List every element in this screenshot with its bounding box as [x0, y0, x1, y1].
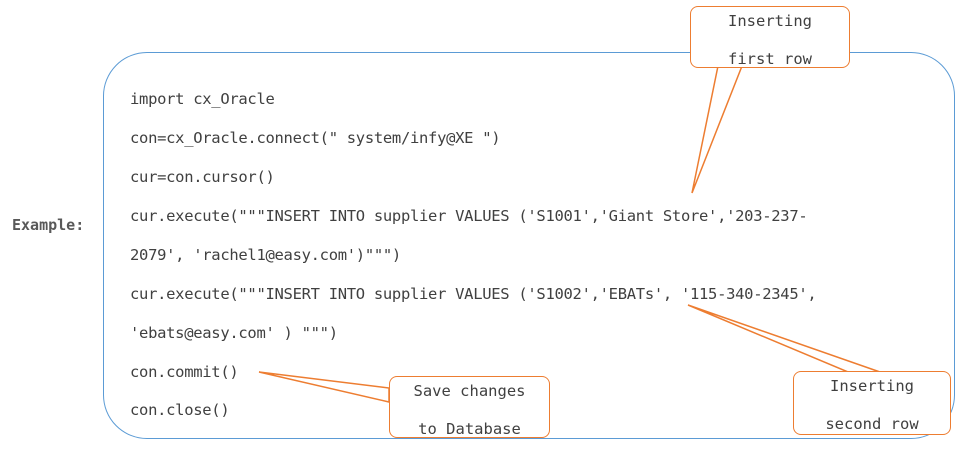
code-block-frame: [103, 52, 955, 439]
save-pointer: [258, 371, 390, 403]
code-line-import: import cx_Oracle: [130, 90, 275, 108]
code-line-connect: con=cx_Oracle.connect(" system/infy@XE "…: [130, 129, 501, 147]
callout-second-row-line1: Inserting: [830, 377, 914, 395]
code-line-close: con.close(): [130, 401, 230, 419]
example-label: Example:: [12, 216, 85, 234]
callout-second-row: Inserting second row: [793, 371, 951, 435]
code-line-insert-2a: cur.execute("""INSERT INTO supplier VALU…: [130, 285, 817, 303]
first-row-pointer: [691, 65, 744, 194]
callout-first-row-line2: first row: [728, 50, 812, 68]
second-row-pointer: [687, 304, 881, 373]
callout-save-line1: Save changes: [413, 382, 526, 400]
code-line-commit: con.commit(): [130, 363, 239, 381]
code-line-cursor: cur=con.cursor(): [130, 168, 275, 186]
callout-save-changes: Save changes to Database: [389, 376, 550, 438]
code-line-insert-2b: 'ebats@easy.com' ) """): [130, 324, 338, 342]
callout-second-row-line2: second row: [825, 415, 919, 433]
code-line-insert-1b: 2079', 'rachel1@easy.com')"""): [130, 246, 401, 264]
callout-save-line2: to Database: [418, 420, 521, 438]
callout-first-row-line1: Inserting: [728, 12, 812, 30]
callout-first-row: Inserting first row: [690, 6, 850, 68]
code-line-insert-1a: cur.execute("""INSERT INTO supplier VALU…: [130, 207, 808, 225]
